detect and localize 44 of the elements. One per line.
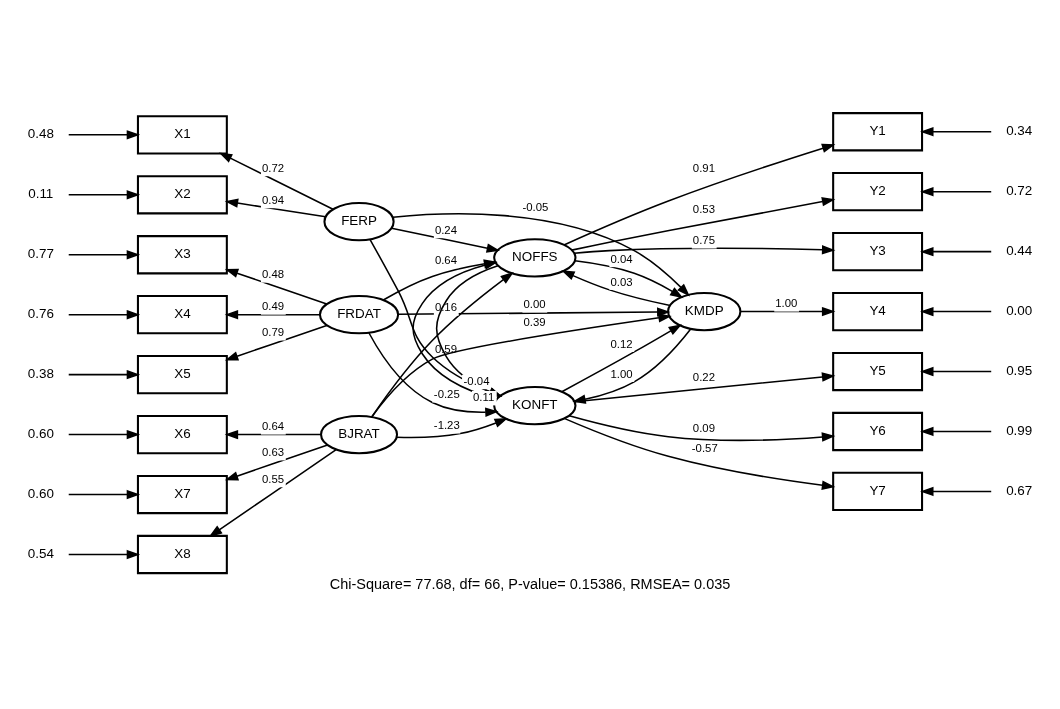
edge-label: 0.94 [261, 193, 285, 206]
node-text: 0.67 [1006, 482, 1033, 498]
node-text: 0.38 [27, 365, 54, 381]
edge-label: 0.11 [472, 390, 495, 403]
edge-label: 0.64 [261, 419, 285, 432]
node-text: 0.95 [1006, 362, 1033, 378]
edge-label: 0.49 [261, 299, 285, 312]
edge-label: 0.91 [692, 161, 715, 174]
node-text: 0.76 [27, 305, 54, 321]
node-text: 0.54 [27, 545, 54, 561]
node-text: 0.77 [27, 245, 54, 261]
edge-label: 0.22 [692, 370, 715, 383]
node-text: 0.99 [1006, 422, 1033, 438]
edge-label: 0.09 [692, 421, 715, 434]
node-text: 0.60 [27, 485, 54, 501]
edge-label: 0.79 [261, 325, 285, 338]
edge-label: 0.55 [261, 472, 285, 485]
edge-label: 0.72 [261, 161, 285, 174]
node-text: 0.60 [27, 425, 54, 441]
node-text: 0.48 [27, 125, 54, 141]
edge-label: 0.03 [610, 275, 633, 288]
edge-label: 0.04 [610, 252, 633, 265]
edge-label: 0.75 [692, 233, 715, 246]
edge-label: 1.00 [610, 367, 633, 380]
node-text: 0.72 [1006, 182, 1033, 198]
edge-label: 0.39 [523, 315, 546, 328]
node-text: 0.44 [1006, 242, 1033, 258]
edge-label: -0.57 [691, 441, 718, 454]
edge-label: -1.23 [433, 418, 460, 431]
edge-label: 0.48 [261, 267, 285, 280]
edge-label: 0.12 [610, 337, 633, 350]
edge-label: -0.05 [522, 200, 549, 213]
node-text: 0.34 [1006, 122, 1033, 138]
edge-label: 0.64 [434, 253, 458, 266]
node-text: 0.11 [28, 185, 54, 201]
edge-label: 0.24 [434, 223, 458, 236]
edge-label: 1.00 [775, 296, 798, 309]
node-text: 0.00 [1006, 302, 1033, 318]
edge-label: 0.63 [261, 445, 285, 458]
caption: Chi-Square= 77.68, df= 66, P-value= 0.15386, RMSEA= 0.035 [329, 575, 731, 592]
edge-label: 0.53 [692, 202, 715, 215]
edge-label: -0.04 [463, 374, 490, 387]
edge-label: -0.25 [433, 387, 460, 400]
edge-label: 0.00 [523, 297, 546, 310]
